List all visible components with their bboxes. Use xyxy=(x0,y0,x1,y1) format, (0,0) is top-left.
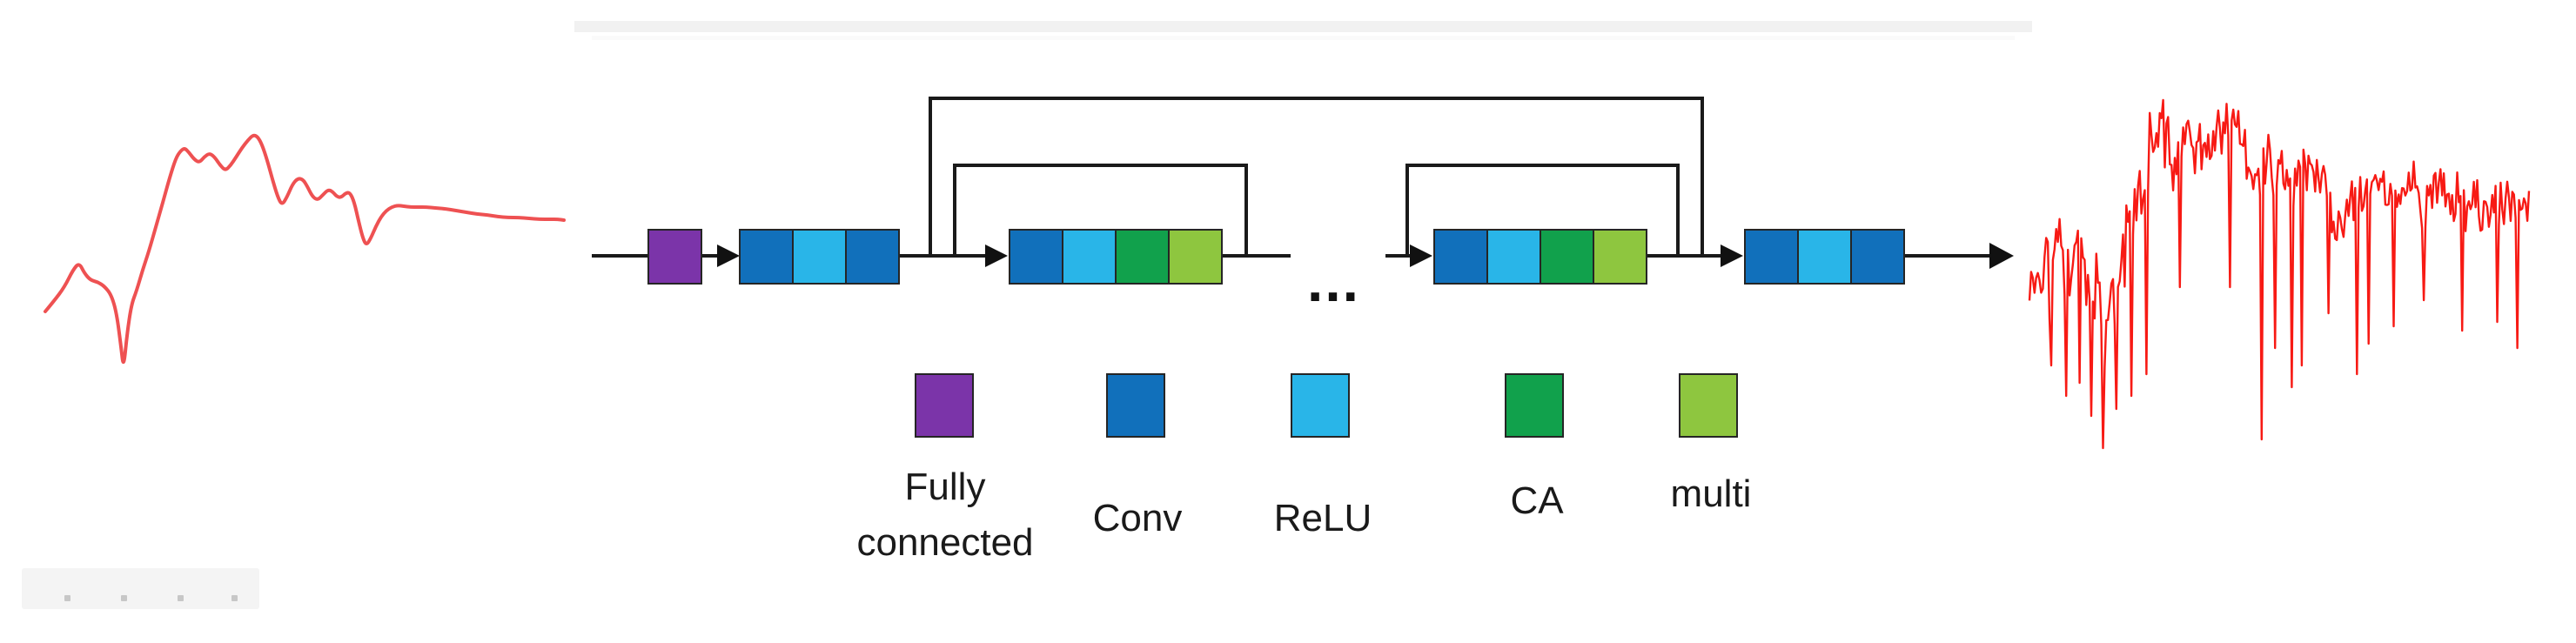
relu-unit xyxy=(1486,229,1541,285)
layer-blocks xyxy=(647,229,1905,285)
arrow-icon xyxy=(1721,244,1743,267)
ca-unit xyxy=(1115,229,1170,285)
strip-dot xyxy=(64,595,70,601)
legend-swatch-relu xyxy=(1291,373,1350,438)
strip-dot xyxy=(178,595,184,601)
outer-skip-connection xyxy=(929,97,1704,258)
ellipsis-dots: ... xyxy=(1307,249,1360,313)
inner-skip-connection-1 xyxy=(953,164,1248,258)
ca-unit xyxy=(1540,229,1594,285)
legend-label-conv: Conv xyxy=(1093,497,1183,539)
legend-label-relu: ReLU xyxy=(1274,497,1372,539)
multi-unit xyxy=(1593,229,1647,285)
legend-label-connected: connected xyxy=(856,521,1033,564)
page-edge-bar xyxy=(574,21,2032,32)
legend-swatch-fully-connected xyxy=(915,373,974,438)
conv-unit xyxy=(739,229,794,285)
relu-unit xyxy=(792,229,847,285)
conv-unit xyxy=(1850,229,1905,285)
arrow-icon xyxy=(1410,244,1432,267)
legend: Fully connected Conv ReLU CA multi xyxy=(856,373,1752,564)
legend-swatch-ca xyxy=(1505,373,1564,438)
arrow-icon xyxy=(985,244,1008,267)
arrow-icon xyxy=(1989,243,2014,269)
multi-unit xyxy=(1168,229,1223,285)
strip-dot xyxy=(231,595,238,601)
conv-unit xyxy=(845,229,900,285)
legend-label-multi: multi xyxy=(1671,472,1752,515)
conv-unit xyxy=(1433,229,1488,285)
legend-label-fully: Fully xyxy=(905,466,986,508)
output-spectrum-curve xyxy=(2028,98,2531,450)
legend-swatch-multi xyxy=(1679,373,1738,438)
input-spectrum-curve xyxy=(44,133,566,365)
strip-dot xyxy=(121,595,127,601)
inner-skip-connection-2 xyxy=(1405,164,1680,258)
arrow-icon xyxy=(717,244,740,267)
relu-unit xyxy=(1062,229,1117,285)
conv-unit xyxy=(1009,229,1063,285)
skip-connections xyxy=(929,97,1704,258)
relu-unit xyxy=(1797,229,1852,285)
flow-arrows xyxy=(717,243,2014,269)
thumbnail-strip xyxy=(22,568,259,609)
fully-connected-unit xyxy=(647,229,702,285)
legend-swatch-conv xyxy=(1106,373,1165,438)
legend-label-ca: CA xyxy=(1510,479,1564,522)
page-edge-bar-secondary xyxy=(592,36,2015,40)
conv-unit xyxy=(1744,229,1799,285)
